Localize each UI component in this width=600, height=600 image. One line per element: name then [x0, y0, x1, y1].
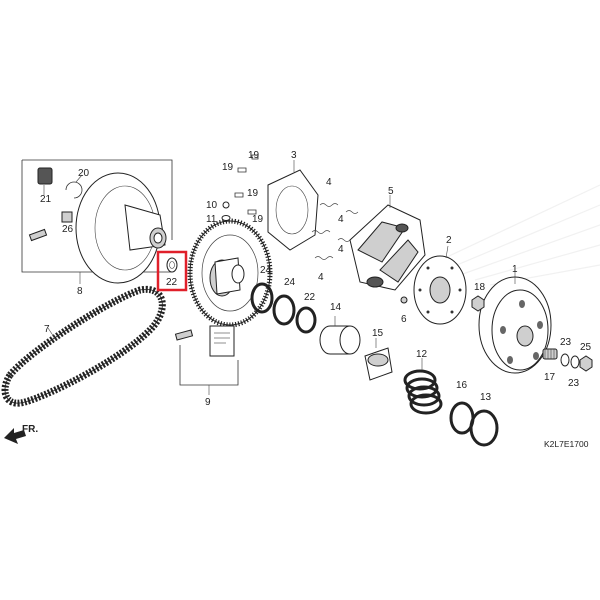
driven-pulley-group — [21, 159, 173, 284]
callout-15: 15 — [372, 328, 384, 339]
callout-19d: 19 — [252, 214, 264, 225]
callout-16: 16 — [456, 380, 468, 391]
bolt-set — [221, 154, 259, 221]
oil-seal — [61, 211, 73, 223]
callout-22b: 22 — [304, 292, 316, 303]
highlight-box — [156, 250, 188, 292]
callout-13: 13 — [480, 392, 492, 403]
needle-bearing — [37, 167, 53, 185]
callout-4a: 4 — [326, 177, 332, 188]
watermark-wing-logo — [429, 184, 600, 286]
callout-24b: 24 — [284, 277, 296, 288]
callout-20: 20 — [78, 168, 90, 179]
clutch-weight-assembly — [349, 195, 426, 291]
compression-spring — [403, 358, 443, 415]
callout-3: 3 — [291, 150, 297, 161]
thrust-washers — [449, 401, 499, 447]
callout-8: 8 — [77, 286, 83, 297]
callout-18: 18 — [474, 282, 486, 293]
key-pin — [174, 329, 194, 341]
output-shaft-parts — [542, 348, 593, 372]
clutch-springs — [311, 203, 359, 260]
callout-12: 12 — [416, 349, 428, 360]
seal-collar — [364, 338, 393, 381]
callout-24a: 24 — [260, 265, 272, 276]
flange-nut — [579, 355, 593, 372]
highlighted-seal — [166, 257, 178, 273]
callout-22: 22 — [166, 277, 178, 288]
callout-19c: 19 — [247, 188, 259, 199]
callout-23b: 23 — [568, 378, 580, 389]
callout-4c: 4 — [338, 244, 344, 255]
callout-26: 26 — [62, 224, 74, 235]
callout-4d: 4 — [318, 272, 324, 283]
front-direction-arrow-icon — [4, 428, 26, 444]
callout-4b: 4 — [338, 214, 344, 225]
clutch-face-assembly — [174, 218, 273, 395]
callout-11: 11 — [206, 214, 217, 225]
info-label-plate — [209, 325, 235, 357]
clutch-outer — [471, 272, 552, 374]
callout-23a: 23 — [560, 337, 572, 348]
spacer-rings — [250, 282, 317, 334]
callout-21: 21 — [40, 194, 52, 205]
callout-14: 14 — [330, 302, 342, 313]
callout-5: 5 — [388, 186, 394, 197]
circlip — [65, 181, 83, 199]
callout-25: 25 — [580, 342, 592, 353]
callout-10: 10 — [206, 200, 218, 211]
diagram-code: K2L7E1700 — [544, 439, 589, 449]
callout-2: 2 — [446, 235, 452, 246]
callout-1: 1 — [512, 264, 518, 275]
callout-9: 9 — [205, 397, 211, 408]
callout-6: 6 — [401, 314, 407, 325]
bushing — [319, 316, 361, 355]
direction-label: FR. — [22, 424, 38, 435]
callout-7: 7 — [44, 324, 50, 335]
guide-pin — [28, 228, 48, 242]
callout-numbers: 1 2 3 4 4 4 4 5 6 7 8 9 10 11 12 13 14 1… — [40, 150, 592, 408]
callout-19b: 19 — [222, 162, 234, 173]
drive-belt — [1, 285, 166, 407]
drive-plate — [400, 245, 467, 325]
gasket — [267, 160, 319, 251]
lock-nut — [471, 295, 485, 312]
callout-19a: 19 — [248, 150, 260, 161]
callout-17: 17 — [544, 372, 556, 383]
